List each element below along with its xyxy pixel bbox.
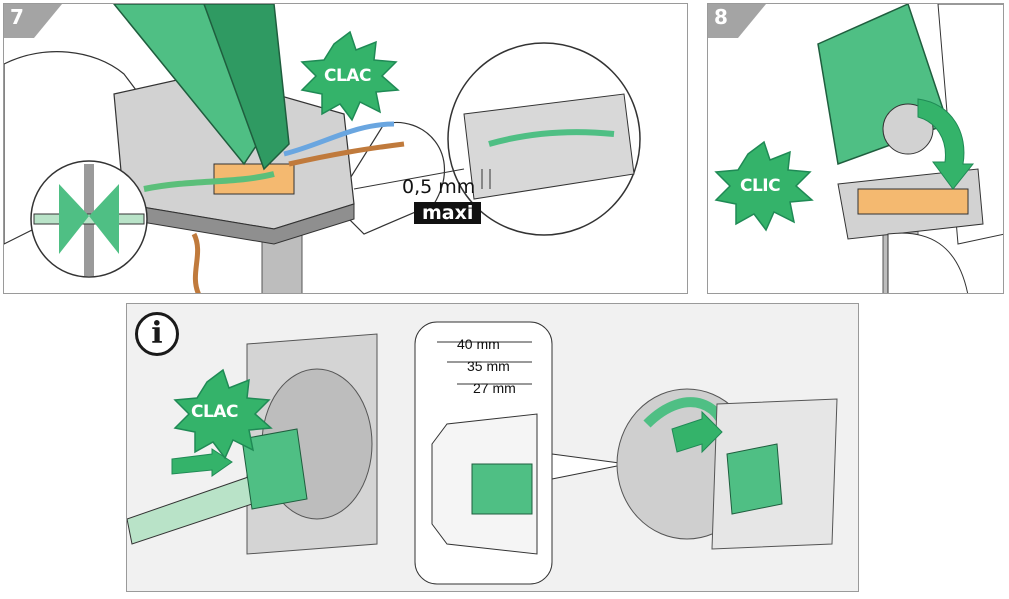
- step-8-panel: 8 CLIC: [707, 3, 1004, 294]
- clac-label: CLAC: [324, 66, 371, 86]
- clac-info-burst: [173, 368, 273, 460]
- dimension-40: 40 mm: [457, 336, 500, 352]
- step-7-number: 7: [10, 5, 24, 29]
- clac-info-label: CLAC: [191, 402, 238, 422]
- gap-value: 0,5 mm: [402, 176, 476, 198]
- dimension-27: 27 mm: [473, 380, 516, 396]
- gap-limit: maxi: [414, 202, 482, 224]
- step-7-panel: 7 CLAC 0,5 mm maxi: [3, 3, 688, 294]
- info-panel: i CLAC 40 mm 35 mm 27 mm: [126, 303, 859, 592]
- clic-burst: [714, 140, 814, 232]
- dimension-35: 35 mm: [467, 358, 510, 374]
- clac-burst: [300, 30, 400, 122]
- clic-label: CLIC: [740, 176, 781, 196]
- info-icon: i: [135, 312, 179, 356]
- step-8-number: 8: [714, 5, 728, 29]
- step-7-illustration: [4, 4, 641, 293]
- step-8-illustration: [708, 4, 1003, 293]
- info-illustration: [127, 321, 838, 585]
- step-badge: [4, 4, 62, 38]
- step-badge: [708, 4, 766, 38]
